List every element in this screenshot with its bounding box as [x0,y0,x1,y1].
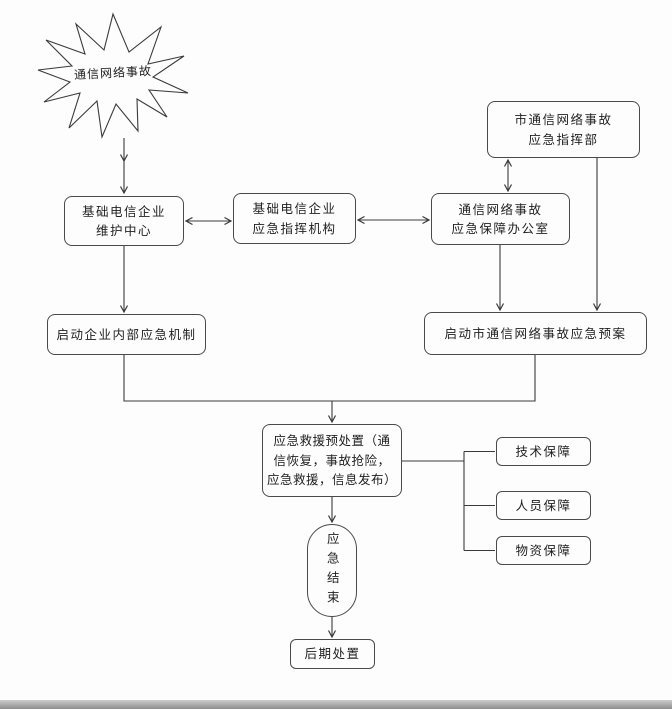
box-command-line1: 基础电信企业 [252,201,337,217]
box-pre-disposal-line1: 应急救援预处置（通 [273,433,391,449]
box-pre-disposal-line3: 应急救援，信息发布） [267,472,398,488]
box-material-support: 物资保障 [496,536,591,565]
box-office-line2: 应急保障办公室 [451,221,550,236]
box-tech-support: 技术保障 [496,437,591,466]
box-post-disposal: 后期处置 [290,639,375,669]
box-office-line1: 通信网络事故 [458,201,543,217]
box-city-plan: 启动市通信网络事故应急预案 [424,312,647,355]
box-support-office: 通信网络事故 应急保障办公室 [431,193,570,245]
box-city-hq-line2: 应急指挥部 [528,131,599,147]
box-city-hq-line1: 市通信网络事故 [514,112,613,128]
box-city-hq: 市通信网络事故 应急指挥部 [487,101,640,158]
box-pre-disposal-line2: 信恢复，事故抢险， [273,452,391,468]
box-pre-disposal: 应急救援预处置（通 信恢复，事故抢险， 应急救援，信息发布） [262,424,402,497]
stadium-emergency-end-label: 应急结束 [324,531,340,610]
connector-merge-bar [123,355,536,402]
burst-shape [37,12,189,140]
box-maintenance-line2: 维护中心 [95,223,152,238]
stadium-emergency-end: 应急结束 [307,524,357,617]
connectors [119,138,602,639]
box-personnel-support: 人员保障 [496,491,591,520]
box-maintenance-line1: 基础电信企业 [81,203,166,219]
box-command-line2: 应急指挥机构 [252,220,337,236]
box-maintenance-center: 基础电信企业 维护中心 [64,196,184,246]
page-bottom-edge [0,700,672,709]
box-internal-mechanism: 启动企业内部应急机制 [47,314,206,355]
box-emergency-command: 基础电信企业 应急指挥机构 [233,193,356,244]
